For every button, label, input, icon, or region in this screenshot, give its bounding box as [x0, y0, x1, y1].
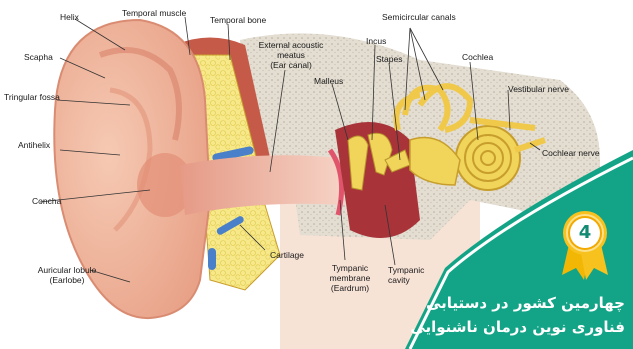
label-triangular-fossa: Tringular fossa [4, 92, 60, 102]
label-malleus: Malleus [314, 76, 343, 86]
banner-text-line2: فناوری نوین درمان ناشنوایی [410, 318, 625, 336]
label-auricular-lobule-line2: (Earlobe) [22, 275, 112, 285]
label-incus: Incus [366, 36, 386, 46]
label-auricular-lobule-line1: Auricular lobule [22, 265, 112, 275]
cochlea-spiral [456, 126, 520, 190]
label-helix: Helix [60, 12, 79, 22]
label-cochlea: Cochlea [462, 52, 493, 62]
label-concha: Concha [32, 196, 61, 206]
label-cartilage: Cartilage [270, 250, 304, 260]
label-antihelix: Antihelix [18, 140, 50, 150]
blood-vessel-lower [208, 248, 216, 270]
label-external-meatus-line1: External acoustic [246, 40, 336, 50]
label-tympanic-membrane-line3: (Eardrum) [315, 283, 385, 293]
label-tympanic-membrane-line2: membrane [315, 273, 385, 283]
label-vestibular-nerve: Vestibular nerve [508, 84, 569, 94]
label-tympanic-cavity-line2: cavity [388, 275, 424, 285]
label-semicircular-canals: Semicircular canals [382, 12, 456, 22]
label-external-meatus-line2: meatus [246, 50, 336, 60]
label-scapha: Scapha [24, 52, 53, 62]
label-auricular-lobule: Auricular lobule (Earlobe) [22, 265, 112, 285]
banner-text-line1: چهارمین کشور در دستیابی [426, 294, 625, 312]
label-stapes: Stapes [376, 54, 402, 64]
label-temporal-bone: Temporal bone [210, 15, 266, 25]
label-external-meatus: External acoustic meatus (Ear canal) [246, 40, 336, 70]
label-cochlear-nerve: Cochlear nerve [542, 148, 600, 158]
label-tympanic-membrane-line1: Tympanic [315, 263, 385, 273]
label-tympanic-cavity: Tympanic cavity [388, 265, 424, 285]
label-tympanic-cavity-line1: Tympanic [388, 265, 424, 275]
label-temporal-muscle: Temporal muscle [122, 8, 186, 18]
label-tympanic-membrane: Tympanic membrane (Eardrum) [315, 263, 385, 293]
medal-number: 4 [575, 222, 595, 244]
label-external-meatus-line3: (Ear canal) [246, 60, 336, 70]
